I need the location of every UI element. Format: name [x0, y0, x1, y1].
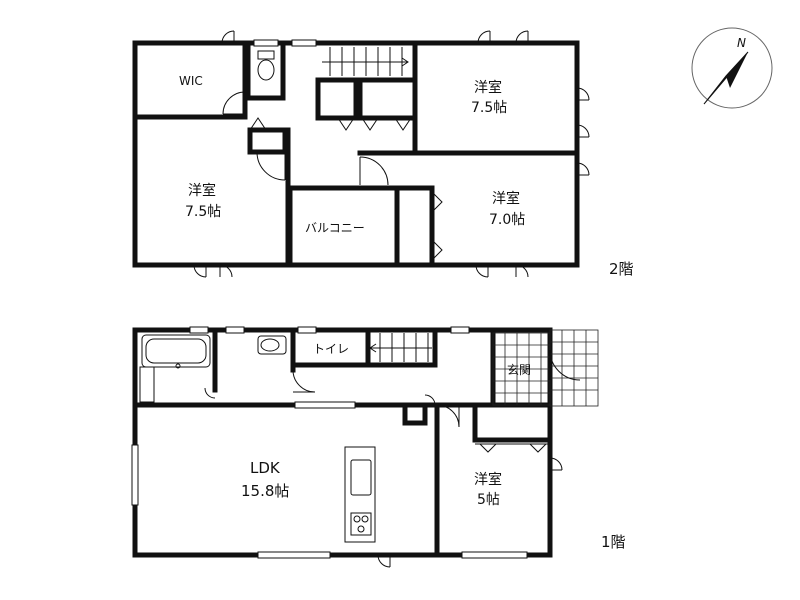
room-w-size: 7.5帖: [185, 204, 221, 220]
room-ne-size: 7.5帖: [471, 100, 507, 116]
floor-2-label: 2階: [609, 260, 634, 278]
wic-label: WIC: [179, 74, 203, 88]
compass-north-label: N: [737, 36, 746, 50]
compass: N: [691, 27, 773, 109]
room-1f-name: 洋室: [474, 471, 502, 488]
room-1f-size: 5帖: [477, 492, 500, 508]
floor-1-label: 1階: [601, 533, 626, 551]
room-ne-name: 洋室: [474, 79, 502, 96]
ldk-name: LDK: [250, 459, 281, 477]
entrance-label: 玄関: [507, 362, 531, 377]
toilet-label: トイレ: [313, 342, 349, 356]
room-w-name: 洋室: [188, 182, 216, 199]
ldk-size: 15.8帖: [241, 482, 289, 500]
balcony-label: バルコニー: [305, 221, 365, 235]
room-e-size: 7.0帖: [489, 212, 525, 228]
second-floor-plan: WIC 洋室 7.5帖 洋室 7.5帖 洋室 7.0帖 バルコニー 2階: [132, 30, 634, 278]
first-floor-plan: トイレ 玄関 LDK 15.8帖 洋室 5帖 1階: [131, 326, 626, 568]
room-e-name: 洋室: [492, 190, 520, 207]
